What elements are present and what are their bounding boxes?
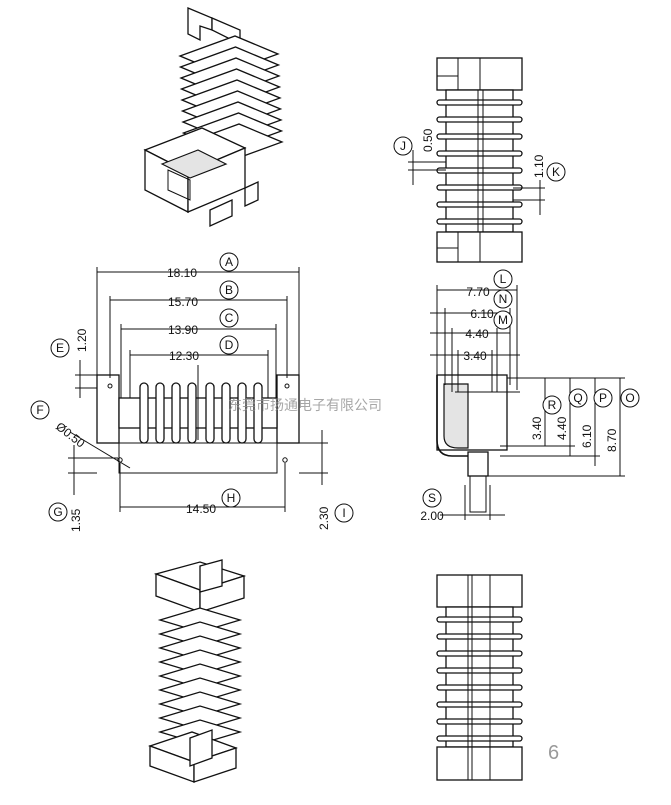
dim-M2-value: 3.40 bbox=[463, 349, 487, 363]
callout-circle-L bbox=[493, 269, 513, 289]
dim-J-value: 0.50 bbox=[421, 128, 435, 152]
callout-letter-K: K bbox=[552, 165, 560, 179]
dim-L-value: 7.70 bbox=[466, 285, 490, 299]
callout-circle-H bbox=[221, 488, 241, 508]
callout-circle-E bbox=[50, 338, 70, 358]
dim-Q-value: 4.40 bbox=[555, 416, 569, 440]
callout-circle-J bbox=[393, 136, 413, 156]
callout-circle-D bbox=[219, 335, 239, 355]
callout-circle-S bbox=[422, 488, 442, 508]
fin bbox=[436, 184, 523, 191]
fin bbox=[436, 218, 523, 225]
fin bbox=[155, 382, 165, 444]
fin bbox=[436, 116, 523, 123]
callout-letter-O: O bbox=[625, 391, 634, 405]
fin bbox=[436, 99, 523, 106]
callout-letter-E: E bbox=[56, 341, 64, 355]
fin bbox=[436, 701, 523, 708]
fin bbox=[436, 616, 523, 623]
callout-circle-B bbox=[219, 280, 239, 300]
dim-P-value: 6.10 bbox=[580, 424, 594, 448]
callout-letter-B: B bbox=[225, 283, 233, 297]
fin bbox=[237, 382, 247, 444]
dim-O-value: 8.70 bbox=[605, 428, 619, 452]
dim-K-value: 1.10 bbox=[532, 154, 546, 178]
dim-S-value: 2.00 bbox=[420, 509, 444, 523]
callout-circle-P bbox=[593, 388, 613, 408]
fin bbox=[436, 150, 523, 157]
callout-letter-H: H bbox=[227, 491, 236, 505]
callout-circle-O bbox=[620, 388, 640, 408]
fin bbox=[221, 382, 231, 444]
fin bbox=[253, 382, 263, 444]
side-view-top-right: 0.50 1.10 bbox=[408, 57, 546, 263]
fin bbox=[436, 684, 523, 691]
dim-B-value: 15.70 bbox=[168, 295, 198, 309]
fin bbox=[205, 382, 215, 444]
callout-circle-K bbox=[546, 162, 566, 182]
callout-circle-A bbox=[219, 252, 239, 272]
callout-letter-L: L bbox=[500, 272, 507, 286]
front-view: 18.10 15.70 13.90 12.30 1.20 Ø0.50 1.35 … bbox=[53, 266, 331, 532]
callout-letter-Q: Q bbox=[573, 391, 582, 405]
dim-G-value: 1.35 bbox=[69, 508, 83, 532]
isometric-view-bottom bbox=[148, 559, 247, 783]
fin bbox=[187, 382, 197, 444]
dim-A-value: 18.10 bbox=[167, 266, 197, 280]
callout-circle-G bbox=[48, 502, 68, 522]
callout-letter-C: C bbox=[225, 311, 234, 325]
callout-letter-J: J bbox=[400, 139, 406, 153]
callout-letter-N: N bbox=[499, 292, 508, 306]
dim-C-value: 13.90 bbox=[168, 323, 198, 337]
fin bbox=[436, 718, 523, 725]
section-view: 7.70 6.10 4.40 3.40 3.40 4.40 6.10 8.70 … bbox=[420, 285, 625, 523]
fin bbox=[436, 633, 523, 640]
page-number: 6 bbox=[548, 742, 560, 764]
callout-circle-I bbox=[334, 503, 354, 523]
fin bbox=[139, 382, 149, 444]
callout-circle-F bbox=[30, 400, 50, 420]
callout-letter-S: S bbox=[428, 491, 436, 505]
callout-letter-A: A bbox=[225, 255, 233, 269]
callout-circle-N bbox=[493, 289, 513, 309]
fin bbox=[171, 382, 181, 444]
dim-E-value: 1.20 bbox=[75, 328, 89, 352]
fin bbox=[436, 667, 523, 674]
callout-circle-Q bbox=[568, 388, 588, 408]
callout-circle-R bbox=[542, 395, 562, 415]
fin bbox=[436, 201, 523, 208]
dim-N-value: 6.10 bbox=[470, 307, 494, 321]
callout-letter-R: R bbox=[548, 398, 557, 412]
company-watermark: 东莞市扬通电子有限公司 bbox=[228, 397, 382, 414]
dim-D-value: 12.30 bbox=[169, 349, 199, 363]
dim-F-value: Ø0.50 bbox=[53, 419, 88, 450]
fin bbox=[436, 735, 523, 742]
dim-I-value: 2.30 bbox=[317, 506, 331, 530]
fin bbox=[436, 167, 523, 174]
callout-letter-I: I bbox=[342, 506, 345, 520]
callout-letter-G: G bbox=[53, 505, 62, 519]
fin bbox=[436, 650, 523, 657]
callout-letter-F: F bbox=[36, 403, 43, 417]
dim-H-value: 14.50 bbox=[186, 502, 216, 516]
isometric-view-top bbox=[143, 7, 284, 228]
callout-circle-C bbox=[219, 308, 239, 328]
dim-R-value: 3.40 bbox=[530, 416, 544, 440]
dim-M-value: 4.40 bbox=[465, 327, 489, 341]
callout-letter-P: P bbox=[599, 391, 607, 405]
side-view-bottom-right bbox=[436, 574, 523, 781]
fin bbox=[436, 133, 523, 140]
callout-letter-D: D bbox=[225, 338, 234, 352]
callout-circle-M bbox=[493, 310, 513, 330]
callout-letter-M: M bbox=[498, 313, 508, 327]
